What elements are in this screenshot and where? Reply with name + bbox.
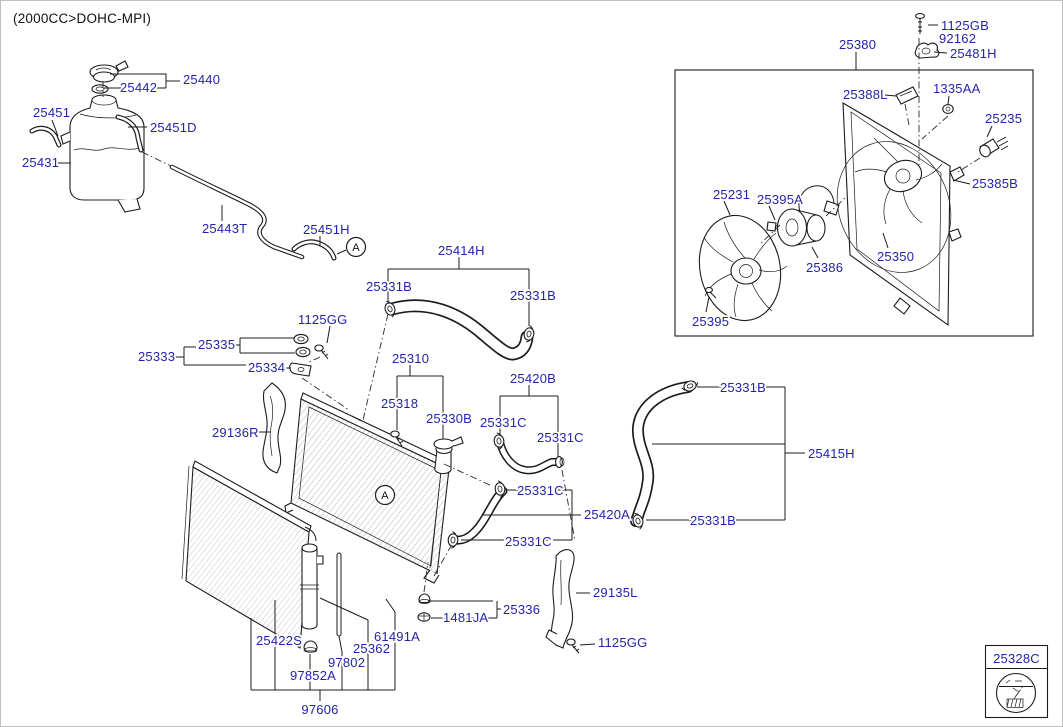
part-label-1125gg-2: 1125GG [598, 635, 647, 650]
part-label-25231: 25231 [713, 187, 750, 202]
reservoir-tank-25431 [60, 94, 145, 213]
bolt-25318 [390, 430, 404, 447]
part-label-61491a: 61491A [374, 629, 420, 644]
deflector-29136r [262, 382, 286, 474]
assembly-dash-lines [102, 38, 981, 593]
part-label-1481ja: 1481JA [443, 610, 488, 625]
part-label-25451: 25451 [33, 105, 70, 120]
part-label-25318: 25318 [381, 396, 418, 411]
part-label-25331b-2: 25331B [510, 288, 556, 303]
desiccant-strip-61491a [336, 552, 342, 637]
hose-25420a [452, 486, 508, 545]
hose-25451d [115, 114, 144, 153]
hose-25420b [496, 438, 565, 475]
part-label-25395: 25395 [692, 314, 729, 329]
part-label-97606: 97606 [301, 702, 338, 717]
washer-25335-lower [295, 346, 311, 358]
bolt-1125gb [914, 13, 926, 34]
part-label-25395a: 25395A [757, 192, 803, 207]
part-label-25415h: 25415H [808, 446, 855, 461]
part-label-29135l: 29135L [593, 585, 638, 600]
part-label-25422s: 25422S [256, 633, 302, 648]
part-label-25331b-1: 25331B [366, 279, 412, 294]
part-label-25334: 25334 [248, 360, 285, 375]
part-label-25385b: 25385B [972, 176, 1018, 191]
part-label-25235: 25235 [985, 111, 1022, 126]
part-label-97852a: 97852A [290, 668, 336, 683]
part-label-29136r: 29136R [212, 425, 259, 440]
part-label-25331c-4: 25331C [505, 534, 552, 549]
bracket-25334 [289, 362, 312, 377]
sensor-25235 [979, 136, 1009, 158]
mount-grommet-97852a [303, 640, 318, 653]
resistor-25388l [895, 86, 919, 105]
marker-a-1 [345, 236, 367, 258]
upper-hose-25414h [385, 299, 534, 361]
part-label-25442: 25442 [120, 80, 157, 95]
bolt-1125gg-1 [314, 344, 329, 360]
part-label-25335: 25335 [198, 337, 235, 352]
part-label-25331c-3: 25331C [517, 483, 564, 498]
part-label-25420b: 25420B [510, 371, 556, 386]
motor-25386 [776, 185, 840, 247]
tube-25443t [169, 164, 305, 260]
part-label-25386: 25386 [806, 260, 843, 275]
part-label-25380: 25380 [839, 37, 876, 52]
part-label-25431: 25431 [22, 155, 59, 170]
fan-25231 [698, 214, 788, 322]
part-label-92162: 92162 [939, 31, 976, 46]
hose-clamp-25331c-4 [447, 530, 459, 550]
part-label-25420a: 25420A [584, 507, 630, 522]
part-label-25350: 25350 [877, 249, 914, 264]
marker-a-1-letter: A [352, 242, 360, 254]
part-label-25440: 25440 [183, 72, 220, 87]
hose-25415h [630, 381, 694, 527]
part-label-25451d: 25451D [150, 120, 197, 135]
marker-a-2-letter: A [381, 490, 389, 502]
part-label-97802: 97802 [328, 655, 365, 670]
part-label-25336: 25336 [503, 602, 540, 617]
marker-a-2 [374, 484, 396, 506]
receiver-drier [300, 543, 324, 630]
air-guard-29135l [545, 549, 575, 649]
part-label-25443t: 25443T [202, 221, 247, 236]
nut-1335aa [942, 104, 954, 114]
hose-25451 [29, 125, 62, 148]
part-label-25388l: 25388L [843, 87, 888, 102]
part-label-25333: 25333 [138, 349, 175, 364]
part-label-25330b: 25330B [426, 411, 472, 426]
radiator-25310 [284, 392, 452, 584]
filler-cap-25330b [433, 436, 464, 475]
part-label-25362: 25362 [353, 641, 390, 656]
bolt-1125gg-2 [566, 638, 580, 654]
inset-box-25328c [984, 644, 1049, 719]
screw-25395 [705, 286, 717, 299]
reservoir-cap-25440 [89, 60, 129, 83]
part-label-25331c-2: 25331C [537, 430, 584, 445]
clip-1481ja [417, 612, 431, 622]
part-label-25481h: 25481H [950, 46, 997, 61]
part-label-1125gg-1: 1125GG [298, 312, 347, 327]
part-label-25310: 25310 [392, 351, 429, 366]
part-label-25414h: 25414H [438, 243, 485, 258]
part-label-25331c-1: 25331C [480, 415, 527, 430]
hose-25451h [291, 239, 337, 261]
cap-ring-25442 [91, 84, 109, 94]
part-label-25328c: 25328C [993, 651, 1040, 666]
insulator-nut-25336 [418, 593, 431, 604]
leader-lines [51, 24, 993, 701]
part-label-1335aa: 1335AA [933, 81, 981, 96]
washer-25335-upper [293, 333, 309, 345]
part-label-25331b-4: 25331B [690, 513, 736, 528]
part-label-1125gb: 1125GB [941, 18, 989, 33]
part-label-25331b-3: 25331B [720, 380, 766, 395]
clip-25481h [914, 42, 940, 59]
condenser-core [181, 460, 317, 649]
part-label-25451h: 25451H [303, 222, 350, 237]
diagram-title: (2000CC>DOHC-MPI) [13, 11, 151, 26]
shroud-25350 [836, 102, 965, 327]
fan-assembly-box [674, 69, 1034, 337]
